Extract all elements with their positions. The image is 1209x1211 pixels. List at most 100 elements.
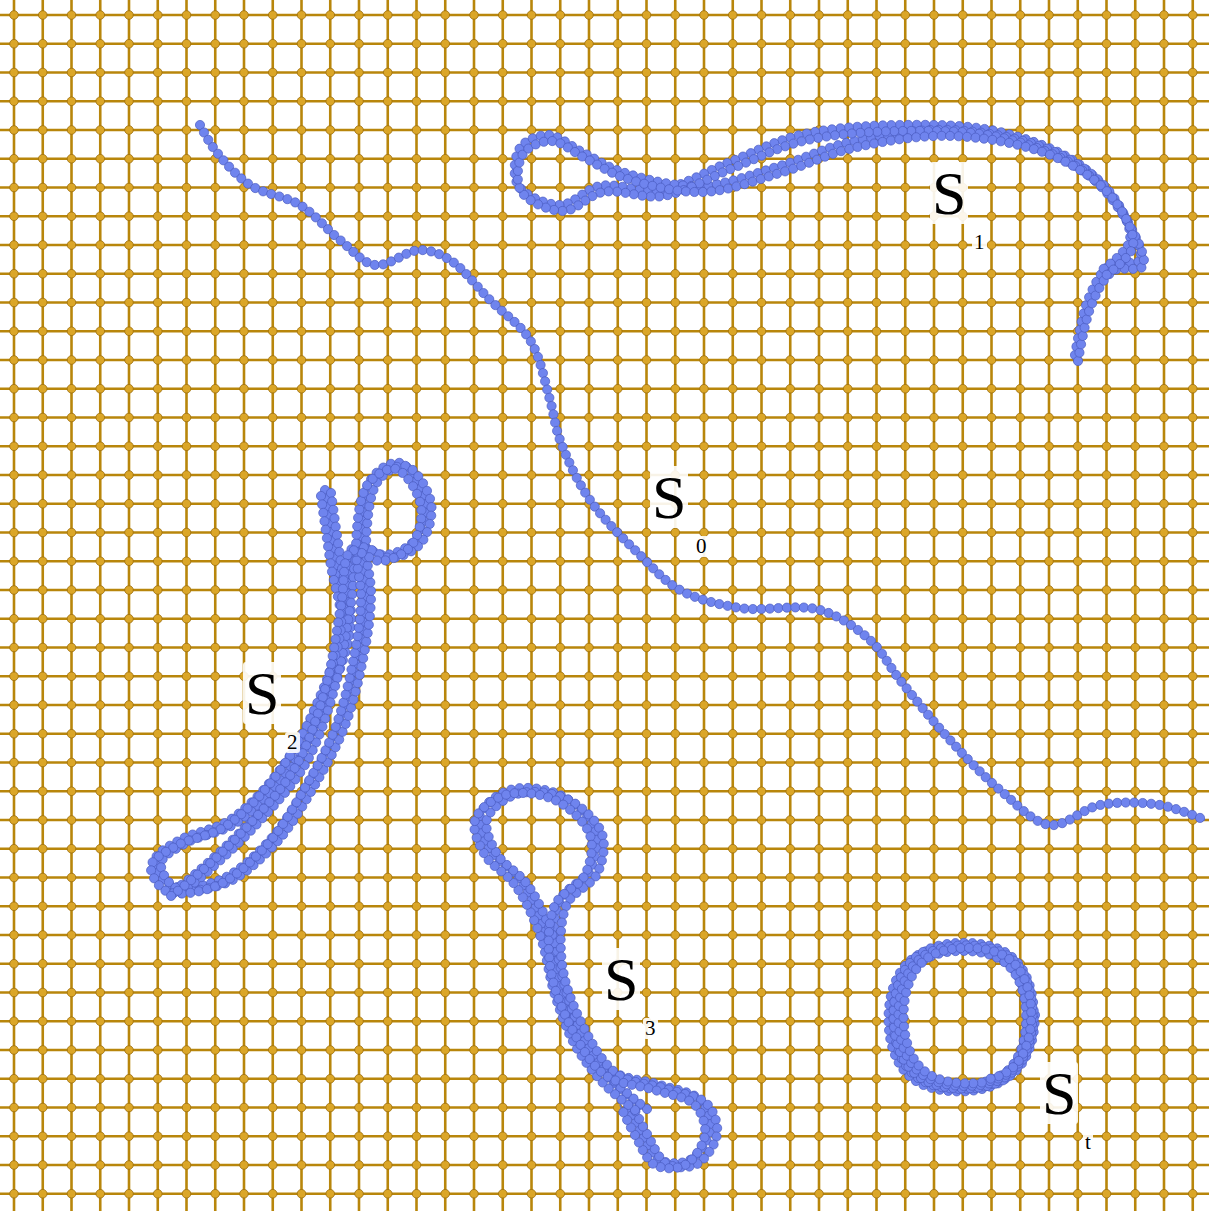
lattice-site <box>38 988 47 997</box>
lattice-site <box>585 902 594 911</box>
lattice-site <box>585 97 594 106</box>
lattice-site <box>38 844 47 853</box>
lattice-bond <box>559 0 562 1211</box>
lattice-site <box>1131 212 1140 221</box>
lattice-site <box>1016 931 1025 940</box>
lattice-site <box>728 614 737 623</box>
lattice-site <box>958 787 967 796</box>
lattice-site <box>268 729 277 738</box>
lattice-site <box>1073 787 1082 796</box>
lattice-site <box>1045 183 1054 192</box>
lattice-site <box>67 154 76 163</box>
lattice-site <box>930 241 939 250</box>
lattice-site <box>1073 298 1082 307</box>
lattice-site <box>786 959 795 968</box>
lattice-site <box>470 528 479 537</box>
lattice-site <box>786 902 795 911</box>
lattice-site <box>1188 672 1197 681</box>
lattice-bond <box>1076 0 1079 1211</box>
lattice-site <box>67 413 76 422</box>
lattice-site <box>498 643 507 652</box>
lattice-site <box>613 413 622 422</box>
lattice-site <box>38 1161 47 1170</box>
lattice-site <box>872 557 881 566</box>
lattice-site <box>585 39 594 48</box>
lattice-site <box>1160 39 1169 48</box>
lattice-site <box>383 643 392 652</box>
lattice-site <box>383 384 392 393</box>
lattice-site <box>815 298 824 307</box>
lattice-site <box>153 126 162 135</box>
lattice-site <box>930 1161 939 1170</box>
lattice-site <box>987 356 996 365</box>
lattice-site <box>930 787 939 796</box>
lattice-site <box>1188 413 1197 422</box>
lattice-site <box>67 643 76 652</box>
lattice-site <box>38 528 47 537</box>
lattice-site <box>786 844 795 853</box>
lattice-site <box>1188 499 1197 508</box>
lattice-bond <box>1163 0 1166 1211</box>
lattice-site <box>383 528 392 537</box>
lattice-site <box>1188 557 1197 566</box>
lattice-site <box>297 471 306 480</box>
lattice-site <box>700 844 709 853</box>
lattice-site <box>10 298 19 307</box>
monomer-bead <box>536 360 545 369</box>
lattice-site <box>642 356 651 365</box>
lattice-site <box>1131 327 1140 336</box>
lattice-site <box>297 902 306 911</box>
lattice-site <box>182 1017 191 1026</box>
lattice-site <box>1160 212 1169 221</box>
lattice-site <box>671 701 680 710</box>
lattice-site <box>901 586 910 595</box>
lattice-site <box>613 68 622 77</box>
lattice-site <box>815 442 824 451</box>
lattice-site <box>470 586 479 595</box>
lattice-site <box>38 327 47 336</box>
lattice-site <box>67 327 76 336</box>
lattice-site <box>757 557 766 566</box>
lattice-site <box>1188 614 1197 623</box>
lattice-site <box>1073 269 1082 278</box>
lattice-site <box>700 442 709 451</box>
lattice-site <box>125 1189 134 1198</box>
lattice-site <box>585 413 594 422</box>
lattice-site <box>930 499 939 508</box>
lattice-site <box>1188 356 1197 365</box>
lattice-site <box>268 528 277 537</box>
lattice-site <box>38 873 47 882</box>
lattice-site <box>1016 614 1025 623</box>
lattice-site <box>240 384 249 393</box>
lattice-site <box>96 1017 105 1026</box>
lattice-site <box>326 327 335 336</box>
lattice-site <box>67 212 76 221</box>
lattice-site <box>757 471 766 480</box>
lattice-site <box>470 384 479 393</box>
lattice-site <box>527 1161 536 1170</box>
lattice-site <box>96 902 105 911</box>
lattice-site <box>125 126 134 135</box>
lattice-site <box>125 614 134 623</box>
lattice-site <box>498 442 507 451</box>
lattice-site <box>240 902 249 911</box>
lattice-site <box>412 97 421 106</box>
lattice-site <box>613 873 622 882</box>
lattice-site <box>1131 1046 1140 1055</box>
lattice-site <box>958 471 967 480</box>
lattice-bond <box>0 1192 1209 1195</box>
lattice-site <box>355 39 364 48</box>
lattice-site <box>815 758 824 767</box>
lattice-site <box>1188 1103 1197 1112</box>
lattice-site <box>153 384 162 393</box>
lattice-site <box>728 384 737 393</box>
lattice-site <box>843 1103 852 1112</box>
lattice-site <box>872 586 881 595</box>
lattice-site <box>786 1046 795 1055</box>
lattice-site <box>412 212 421 221</box>
lattice-site <box>613 499 622 508</box>
lattice-site <box>1131 729 1140 738</box>
lattice-site <box>1016 97 1025 106</box>
lattice-site <box>67 557 76 566</box>
